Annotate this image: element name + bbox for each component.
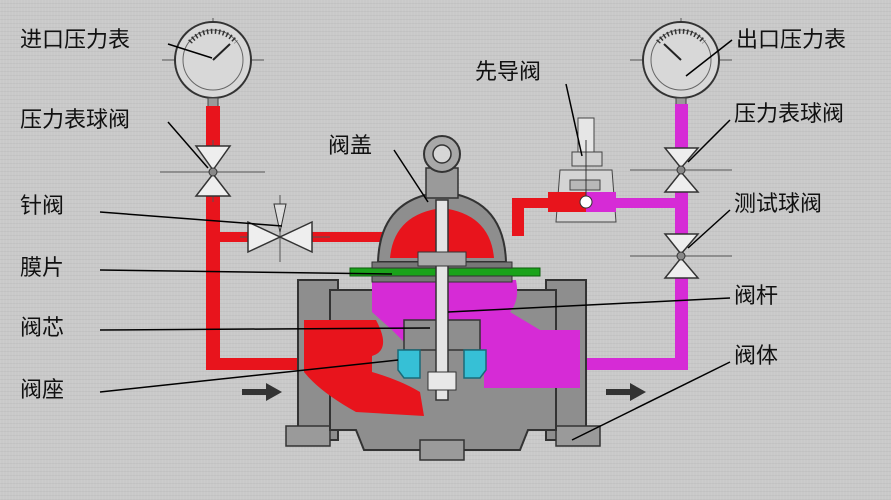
needle-valve-icon: [240, 195, 330, 262]
pilot-valve-icon: [548, 117, 617, 223]
outlet-passage: [484, 352, 580, 388]
gauge-ball-valve-left-icon: [160, 140, 265, 202]
label-valve-core: 阀芯: [20, 316, 65, 341]
test-ball-valve-icon: [630, 233, 732, 279]
valve-seat: [397, 349, 487, 379]
label-test-ball-valve: 测试球阀: [734, 192, 823, 217]
label-outlet-gauge: 出口压力表: [736, 28, 847, 53]
label-bonnet: 阀盖: [328, 134, 373, 159]
outlet-pressure-gauge-icon: [630, 18, 732, 112]
label-valve-body: 阀体: [734, 344, 779, 369]
label-valve-stem: 阀杆: [734, 284, 779, 309]
inlet-pressure-gauge-icon: [162, 18, 264, 112]
inlet-chamber: [304, 320, 424, 416]
inlet-piping: [206, 106, 558, 370]
gauge-ball-valve-right-icon: [630, 147, 732, 193]
flow-arrow-icon: [606, 383, 646, 401]
label-gauge-ball-valve-right: 压力表球阀: [734, 102, 845, 127]
label-pilot-valve: 先导阀: [475, 60, 542, 85]
valve-stem: [435, 199, 449, 401]
leader-lines: [99, 39, 733, 441]
outlet-piping: [575, 104, 688, 370]
label-diaphragm: 膜片: [20, 256, 65, 281]
label-gauge-ball-valve-left: 压力表球阀: [20, 108, 131, 133]
label-needle-valve: 针阀: [20, 194, 65, 219]
label-valve-seat: 阀座: [20, 378, 65, 403]
label-inlet-gauge: 进口压力表: [20, 28, 131, 53]
flow-arrow-icon: [242, 383, 282, 401]
